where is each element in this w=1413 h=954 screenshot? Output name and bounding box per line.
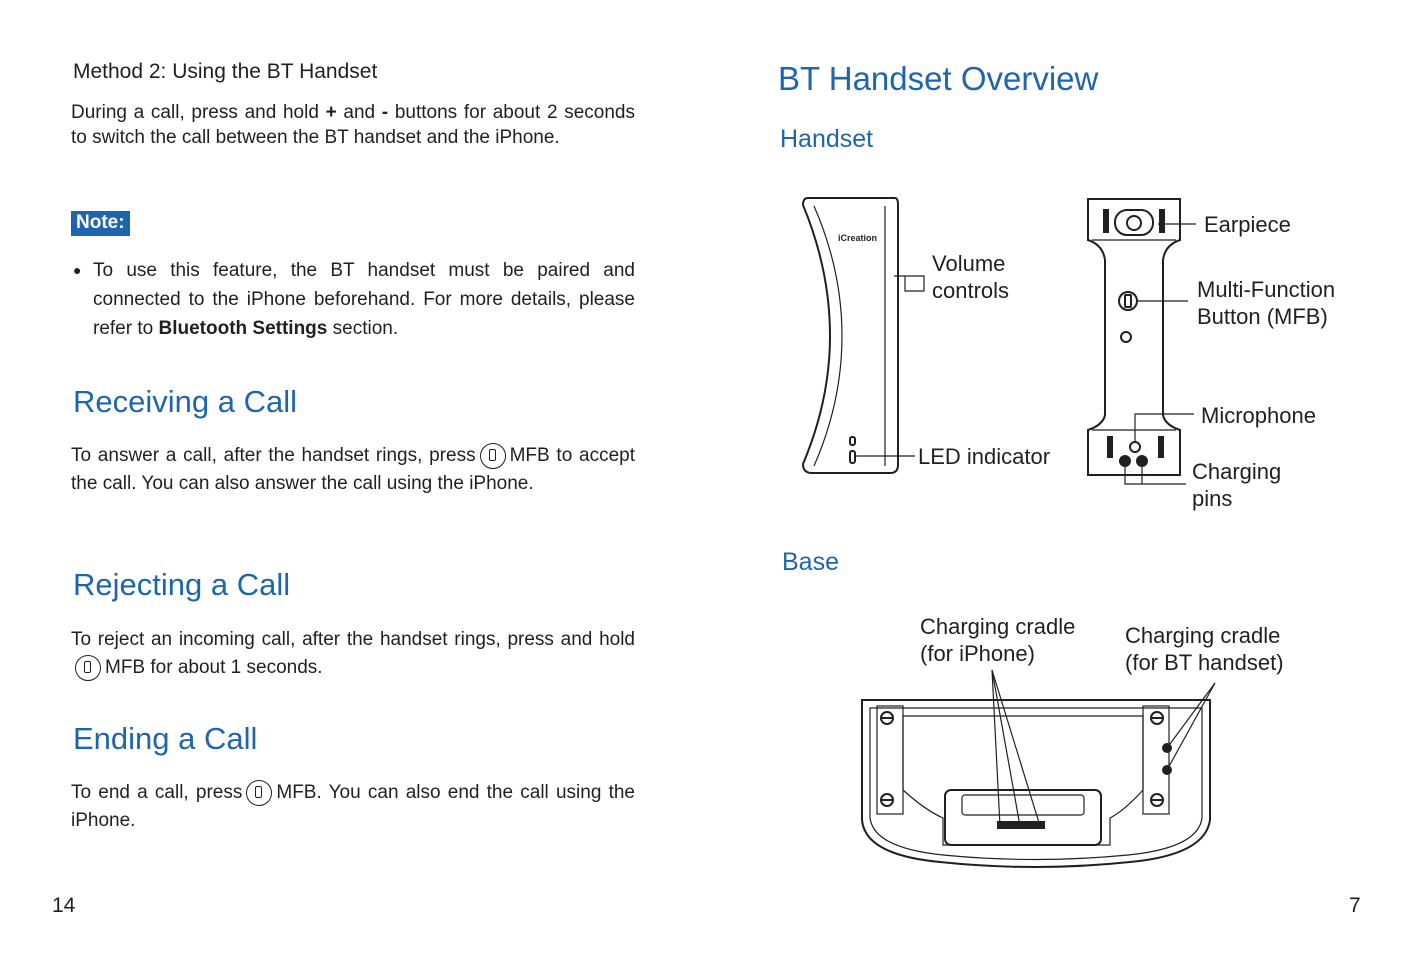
handset-side-illustration	[801, 197, 899, 474]
overview-title: BT Handset Overview	[778, 60, 1099, 97]
label-earpiece: Earpiece	[1204, 212, 1291, 237]
method-paragraph: During a call, press and hold + and - bu…	[71, 102, 635, 148]
receiving-heading: Receiving a Call	[73, 384, 297, 419]
bullet-dot: ●	[73, 262, 82, 278]
page-number-left: 14	[52, 894, 76, 917]
note-text: To use this feature, the BT handset must…	[93, 260, 635, 339]
method-heading: Method 2: Using the BT Handset	[73, 60, 378, 83]
handset-front-illustration	[1087, 198, 1181, 476]
rejecting-heading: Rejecting a Call	[73, 567, 291, 602]
handset-heading: Handset	[780, 125, 874, 153]
receiving-paragraph: To answer a call, after the handset ring…	[71, 442, 635, 498]
label-led: LED indicator	[918, 444, 1051, 469]
base-illustration	[861, 699, 1211, 868]
mfb-button-icon	[75, 654, 101, 681]
label-cradle-iphone: Charging cradle(for iPhone)	[920, 614, 1076, 666]
label-microphone: Microphone	[1201, 403, 1316, 428]
mfb-button-icon	[246, 779, 273, 806]
label-cradle-bt: Charging cradle(for BT handset)	[1125, 623, 1284, 675]
ending-heading: Ending a Call	[73, 721, 258, 756]
mfb-button-icon	[479, 442, 506, 469]
note-label: Note:	[71, 211, 130, 236]
base-heading: Base	[782, 548, 839, 576]
rejecting-paragraph: To reject an incoming call, after the ha…	[71, 626, 635, 682]
brand-logo: iCreation	[838, 233, 877, 243]
page-number-right: 7	[1349, 894, 1361, 917]
